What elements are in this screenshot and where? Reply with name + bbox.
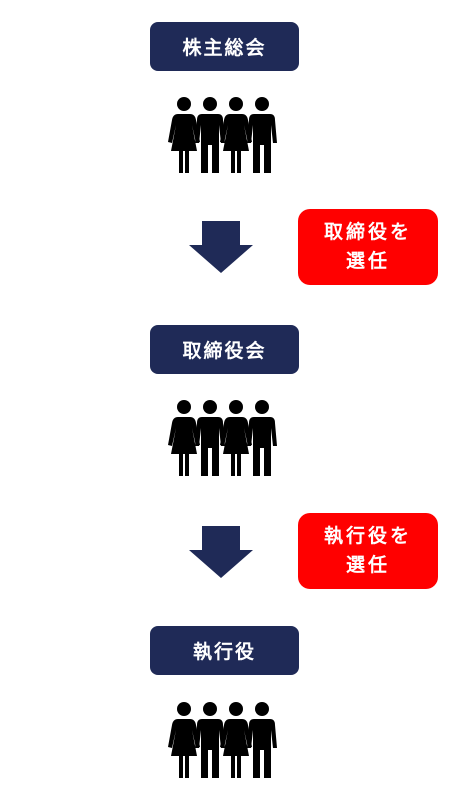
node-label: 執行役 — [192, 641, 256, 663]
node-executive-officers: 執行役 — [150, 626, 299, 675]
people-group-icon — [166, 702, 280, 778]
people-group-icon — [166, 97, 280, 173]
note-line-2: 選任 — [345, 554, 390, 576]
node-label: 取締役会 — [182, 340, 267, 362]
node-shareholders-meeting: 株主総会 — [150, 22, 299, 71]
arrow-down-icon — [189, 221, 253, 273]
node-board-of-directors: 取締役会 — [150, 325, 299, 374]
note-appoint-executive-officers: 執行役を 選任 — [298, 513, 438, 589]
note-line-2: 選任 — [345, 250, 390, 272]
note-line-1: 執行役を — [323, 525, 412, 547]
people-group-icon — [166, 400, 280, 476]
node-label: 株主総会 — [182, 37, 267, 59]
note-line-1: 取締役を — [323, 221, 412, 243]
note-appoint-directors: 取締役を 選任 — [298, 209, 438, 285]
arrow-down-icon — [189, 526, 253, 578]
